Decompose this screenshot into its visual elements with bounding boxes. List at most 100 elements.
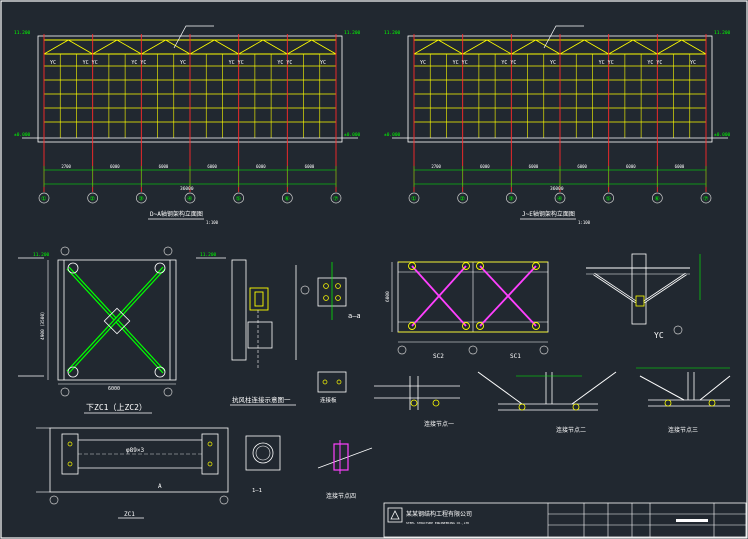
plate-detail: a—a 连接板	[317, 262, 361, 404]
xbrace-dim-side: 4900（3500）	[40, 309, 46, 340]
wind-column-detail: 11.200 抗风柱连接示意图一	[196, 252, 310, 406]
axis-label: ②	[90, 196, 95, 203]
axis-label: ①	[41, 196, 46, 203]
zero-level-right: ±0.000	[714, 132, 731, 138]
axis-label: ④	[187, 196, 192, 203]
node-2-detail: 连接节点二	[477, 371, 617, 434]
zero-level-left: ±0.000	[384, 132, 401, 138]
axis-bubble	[135, 192, 147, 204]
yc-label: YC	[690, 60, 696, 66]
truss-web	[681, 39, 707, 55]
wind-col-level: 11.200	[200, 252, 217, 258]
dim-value: 6000	[577, 164, 587, 169]
xbrace-detail: 11.200 6000 4900（3500） 下ZC1（上ZC2）	[18, 246, 177, 414]
truss-web	[189, 39, 215, 55]
truss-web	[632, 39, 658, 55]
dim-value: 6000	[529, 164, 539, 169]
node-4-label: 连接节点四	[326, 492, 356, 500]
yc-label: YC	[550, 60, 556, 66]
truss-web	[535, 39, 561, 55]
axis-label: ⑦	[703, 196, 708, 203]
xbrace-level: 11.200	[33, 252, 50, 258]
axis-bubble	[651, 192, 663, 204]
dim-value: 6000	[110, 164, 120, 169]
axis-bubble	[457, 192, 469, 204]
xbrace-frame	[57, 259, 177, 381]
tube-label: φ89×3	[126, 447, 144, 454]
yc-label: YC	[654, 331, 664, 340]
yc-label: YC YC	[277, 60, 292, 66]
axis-bubble	[505, 192, 517, 204]
axis-bubble	[281, 192, 293, 204]
truss-web	[413, 39, 439, 55]
axis-label: ③	[508, 196, 513, 203]
dim-total: 36000	[550, 186, 564, 192]
truss-web	[262, 39, 288, 55]
truss-web	[486, 39, 512, 55]
truss-web	[141, 39, 166, 55]
axis-bubble	[184, 192, 196, 204]
dim-value: 6000	[305, 164, 315, 169]
truss-web	[311, 39, 337, 55]
axis-bubble	[38, 192, 50, 204]
axis-label: ①	[411, 196, 416, 203]
dim-total: 36000	[180, 186, 194, 192]
dim-value: 6000	[207, 164, 217, 169]
truss-web	[92, 39, 118, 55]
node-4-detail: 连接节点四	[317, 440, 373, 500]
small-detail-label: 连接板	[320, 396, 337, 404]
node-1-detail: 连接节点一	[374, 376, 460, 428]
truss-web	[116, 39, 142, 55]
truss-web	[559, 39, 585, 55]
node-3-detail: 连接节点三	[636, 367, 731, 434]
elevation-left-title: D~A轴钢架构立面图	[150, 210, 203, 218]
truss-web	[214, 39, 239, 55]
yc-label: YC YC	[83, 60, 98, 66]
axis-bubble	[554, 192, 566, 204]
xbrace-title: 下ZC1（上ZC2）	[86, 403, 147, 412]
leader-flag	[173, 25, 214, 49]
axis-label: ④	[557, 196, 562, 203]
truss-web	[43, 39, 69, 55]
tube-detail: φ89×3 A ZC1	[36, 427, 229, 519]
truss-web	[657, 39, 682, 55]
bottom-detail-title: ZC1	[124, 511, 135, 518]
axis-bubble	[330, 192, 342, 204]
dim-value: 6000	[159, 164, 169, 169]
truss-web	[238, 39, 264, 55]
dim-value: 2700	[61, 164, 71, 169]
yc-label: YC	[50, 60, 56, 66]
yc-label: YC	[180, 60, 186, 66]
yc-label: YC YC	[599, 60, 614, 66]
sc1-diag-b	[479, 265, 537, 327]
node-2-label: 连接节点二	[556, 426, 586, 434]
elevation-right-scale: 1:100	[578, 220, 591, 225]
yc-label: YC YC	[453, 60, 468, 66]
sc-bracing-detail: 6000 SC2 SC1	[385, 261, 549, 360]
zero-level-right: ±0.000	[344, 132, 361, 138]
xbrace-dim-bottom: 6000	[108, 386, 120, 392]
dim-value: 6000	[480, 164, 490, 169]
truss-web	[68, 39, 93, 55]
yc-label: YC YC	[229, 60, 244, 66]
dim-value: 6000	[626, 164, 636, 169]
company-name: 某某钢结构工程有限公司	[406, 510, 472, 518]
yc-label: YC YC	[647, 60, 662, 66]
axis-bubble	[87, 192, 99, 204]
top-level-right: 11.200	[344, 30, 361, 36]
node-1-label: 连接节点一	[424, 420, 454, 428]
dim-value: 6000	[256, 164, 266, 169]
axis-label: ⑦	[333, 196, 338, 203]
section-1-1-detail: 1—1	[245, 435, 281, 494]
truss-web	[511, 39, 536, 55]
axis-label: ⑤	[236, 196, 241, 203]
axis-bubble	[603, 192, 615, 204]
node-3-label: 连接节点三	[668, 426, 698, 434]
truss-web	[287, 39, 312, 55]
sc-side-dim: 6000	[385, 291, 391, 302]
dim-value: 2700	[431, 164, 441, 169]
